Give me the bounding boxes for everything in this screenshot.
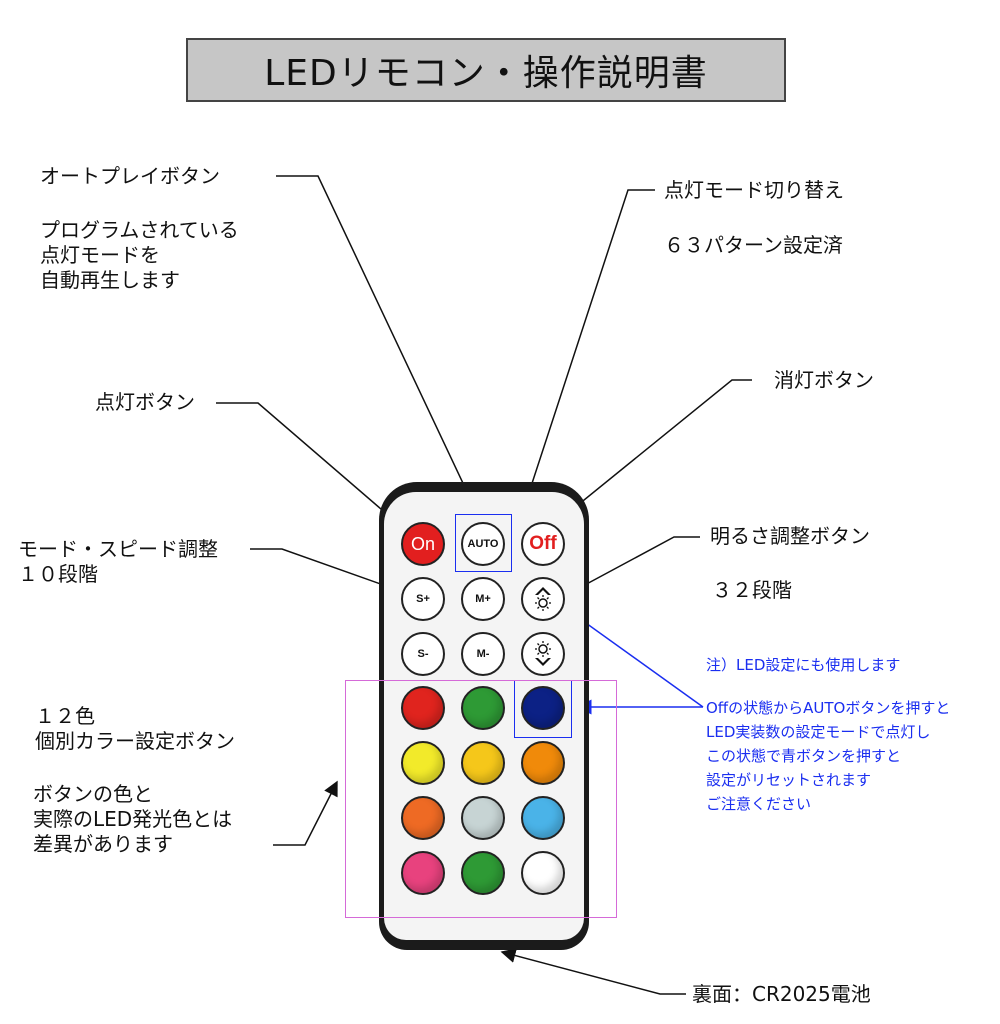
color-button-10[interactable] xyxy=(401,851,445,895)
brightness-down-icon xyxy=(535,641,551,666)
color-button-9[interactable] xyxy=(521,796,565,840)
speed-down-button[interactable]: S- xyxy=(401,632,445,676)
mode-up-button[interactable]: M+ xyxy=(461,577,505,621)
mode-speed-leader xyxy=(250,548,408,596)
color-button-3[interactable] xyxy=(521,686,565,730)
label-auto-play: オートプレイボタン xyxy=(40,164,220,188)
brightness-down-button[interactable] xyxy=(521,632,565,676)
label-brightness-steps: ３２段階 xyxy=(712,578,792,602)
color-button-7[interactable] xyxy=(401,796,445,840)
label-mode-speed: モード・スピード調整 １０段階 xyxy=(18,537,218,586)
color-button-12[interactable] xyxy=(521,851,565,895)
label-patterns: ６３パターン設定済 xyxy=(664,233,843,257)
color-button-5[interactable] xyxy=(461,741,505,785)
brightness-leader xyxy=(566,536,700,595)
color-leader xyxy=(273,780,338,846)
label-on-button: 点灯ボタン xyxy=(95,390,195,414)
note-reset-warning: Offの状態からAUTOボタンを押すと LED実装数の設定モードで点灯し この状… xyxy=(706,699,951,813)
label-colors: １２色 個別カラー設定ボタン xyxy=(35,704,235,753)
auto-highlight-box xyxy=(455,514,512,572)
color-button-6[interactable] xyxy=(521,741,565,785)
auto-button[interactable]: AUTO xyxy=(461,522,505,566)
brightness-up-button[interactable] xyxy=(521,577,565,621)
page-title: LEDリモコン・操作説明書 xyxy=(186,38,786,102)
label-brightness: 明るさ調整ボタン xyxy=(710,524,870,548)
on-button[interactable]: On xyxy=(401,522,445,566)
brightness-up-icon xyxy=(535,587,551,611)
label-auto-desc: プログラムされている 点灯モードを 自動再生します xyxy=(40,218,239,292)
color-button-1[interactable] xyxy=(401,686,445,730)
battery-leader xyxy=(500,948,686,995)
label-color-note: ボタンの色と 実際のLED発光色とは 差異があります xyxy=(33,782,233,856)
auto-leader xyxy=(276,175,480,517)
mode-down-button[interactable]: M- xyxy=(461,632,505,676)
color-button-4[interactable] xyxy=(401,741,445,785)
mode-switch-leader xyxy=(482,189,655,629)
off-leader xyxy=(550,379,752,527)
color-button-2[interactable] xyxy=(461,686,505,730)
on-leader xyxy=(216,402,398,523)
label-battery: 裏面：CR2025電池 xyxy=(692,982,871,1006)
color-button-11[interactable] xyxy=(461,851,505,895)
off-button[interactable]: Off xyxy=(521,522,565,566)
speed-up-button[interactable]: S+ xyxy=(401,577,445,621)
note-led-setting: 注）LED設定にも使用します xyxy=(706,656,901,674)
color-button-8[interactable] xyxy=(461,796,505,840)
label-mode-switch: 点灯モード切り替え xyxy=(664,178,844,202)
color-buttons-highlight xyxy=(345,680,617,918)
label-off-button: 消灯ボタン xyxy=(774,368,874,392)
